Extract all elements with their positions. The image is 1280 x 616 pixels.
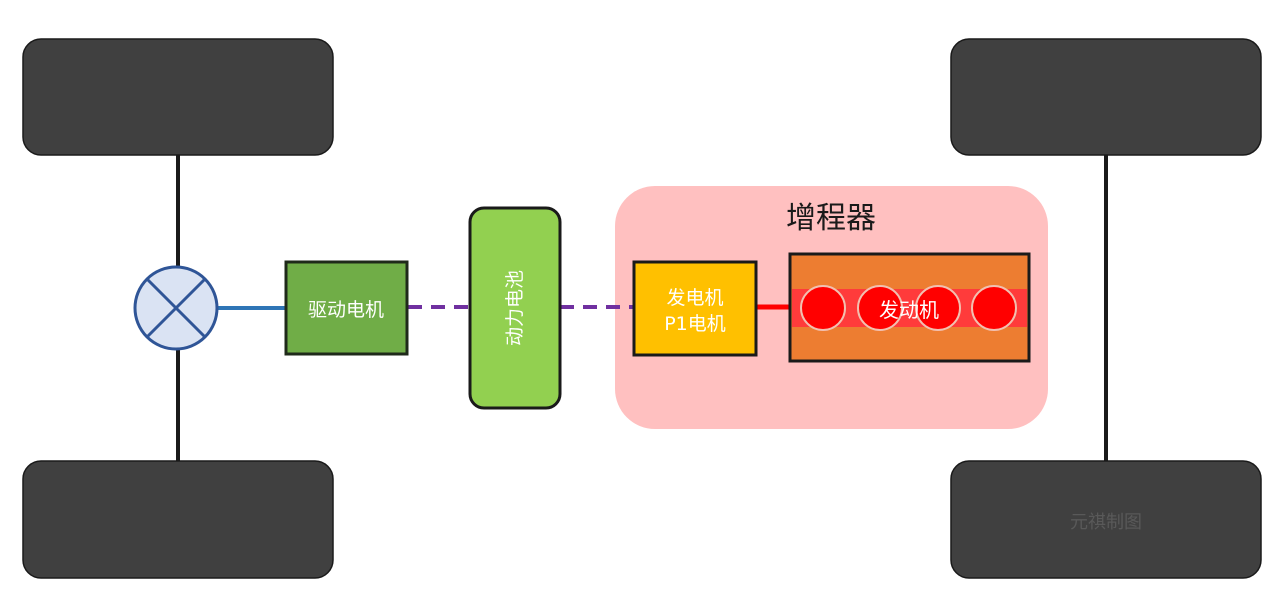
differential <box>133 265 219 351</box>
generator-label: 发电机 <box>666 287 723 309</box>
cylinder-4 <box>971 285 1017 331</box>
cylinder-1 <box>800 285 846 331</box>
front-left-wheel <box>22 38 334 156</box>
rear-left-wheel <box>950 38 1262 156</box>
rear-right-wheel <box>950 460 1262 579</box>
generator-box <box>632 260 758 357</box>
battery-box <box>468 206 562 410</box>
range-extender-label: 增程器 <box>786 201 876 236</box>
drive-motor-label: 驱动电机 <box>308 299 384 321</box>
engine-label: 发动机 <box>879 298 939 322</box>
p1-motor-label: P1电机 <box>664 313 726 335</box>
watermark-text: 元祺制图 <box>1070 512 1142 533</box>
cylinder-3 <box>915 285 961 331</box>
cylinder-2 <box>857 285 903 331</box>
drive-motor-box <box>284 260 409 356</box>
front-right-wheel <box>22 460 334 579</box>
battery-label: 动力电池 <box>504 270 526 346</box>
